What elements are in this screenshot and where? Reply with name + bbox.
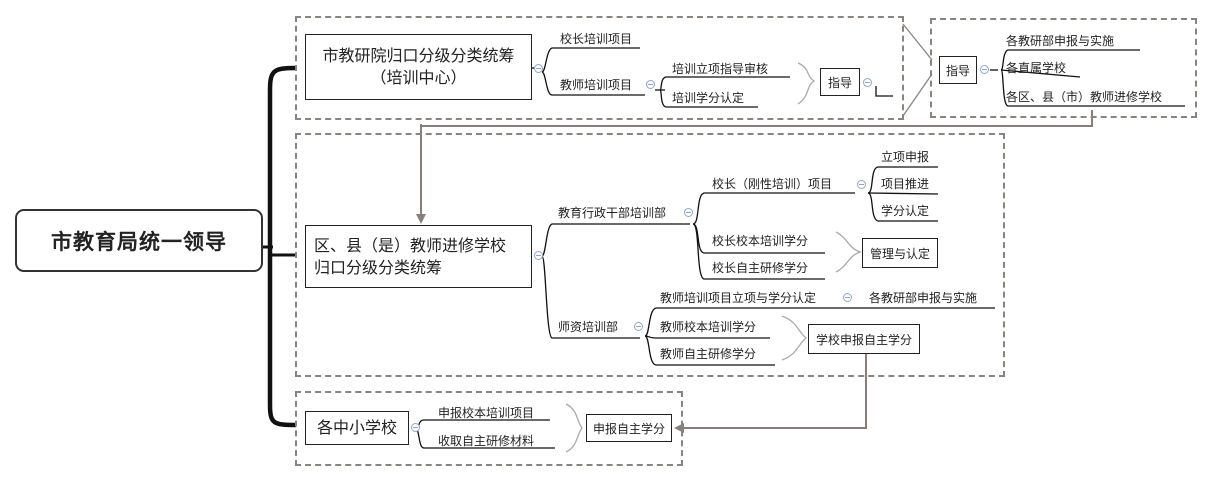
collapse-icon[interactable]: [411, 423, 420, 432]
teacher-self-credit-label: 教师自主研修学分: [660, 347, 757, 361]
apply-project-label: 申报校本培训项目: [438, 406, 535, 420]
guide-targets-group: [930, 18, 1197, 118]
collapse-icon[interactable]: [646, 80, 655, 89]
schools-node: 各中小学校: [305, 411, 409, 445]
collapse-icon[interactable]: [843, 293, 852, 302]
apply-credit-box: 申报自主学分: [586, 414, 672, 442]
teacher-school-credit-label: 教师校本培训学分: [660, 320, 757, 334]
admin-dept-label: 教育行政干部培训部: [558, 206, 667, 220]
collapse-icon[interactable]: [857, 180, 866, 189]
teacher-dept-label: 师资培训部: [558, 320, 619, 334]
manage-accredit-box: 管理与认定: [862, 238, 938, 268]
school-apply-credit-box: 学校申报自主学分: [808, 324, 920, 354]
teacher-training-label: 教师培训项目: [560, 78, 633, 92]
guide-targets-box: 指导: [939, 56, 977, 84]
principal-self-credit-label: 校长自主研修学分: [712, 261, 809, 275]
step-item: 立项申报: [881, 150, 930, 164]
principal-school-credit-label: 校长校本培训学分: [712, 234, 809, 248]
city-institute-title-1: 市教研院归口分级分类统筹: [322, 46, 515, 65]
collapse-icon[interactable]: [534, 251, 543, 260]
guide-box: 指导: [820, 68, 860, 96]
guide-target-item: 各教研部申报与实施: [1006, 34, 1115, 48]
city-institute-node: 市教研院归口分级分类统筹 （培训中心）: [305, 34, 532, 100]
schools-group: [295, 391, 683, 466]
collapse-icon[interactable]: [634, 322, 643, 331]
collapse-icon[interactable]: [534, 64, 543, 73]
research-dept-apply-label: 各教研部申报与实施: [869, 291, 978, 305]
step-item: 学分认定: [881, 204, 930, 218]
district-school-title-2: 归口分级分类统筹: [314, 257, 443, 277]
principal-mandatory-label: 校长（刚性培训）项目: [712, 177, 833, 191]
collect-materials-label: 收取自主研修材料: [438, 434, 535, 448]
collapse-icon[interactable]: [684, 208, 693, 217]
city-institute-title-2: （培训中心）: [370, 68, 467, 87]
city-institute-group: [295, 16, 904, 120]
guide-target-item: 各区、县（市）教师进修学校: [1006, 90, 1163, 104]
project-review-label: 培训立项指导审核: [672, 62, 769, 76]
principal-training-label: 校长培训项目: [560, 32, 633, 46]
district-school-node: 区、县（是）教师进修学校 归口分级分类统筹: [305, 225, 532, 288]
step-item: 项目推进: [881, 177, 930, 191]
district-school-group: [295, 133, 1005, 377]
root-node: 市教育局统一领导: [15, 209, 263, 272]
district-school-title-1: 区、县（是）教师进修学校: [314, 235, 507, 255]
guide-target-item: 各直属学校: [1006, 61, 1067, 75]
teacher-project-credit-label: 教师培训项目立项与学分认定: [660, 291, 817, 305]
collapse-icon[interactable]: [980, 65, 989, 74]
credit-accreditation-label: 培训学分认定: [672, 91, 745, 105]
collapse-icon[interactable]: [863, 78, 872, 87]
